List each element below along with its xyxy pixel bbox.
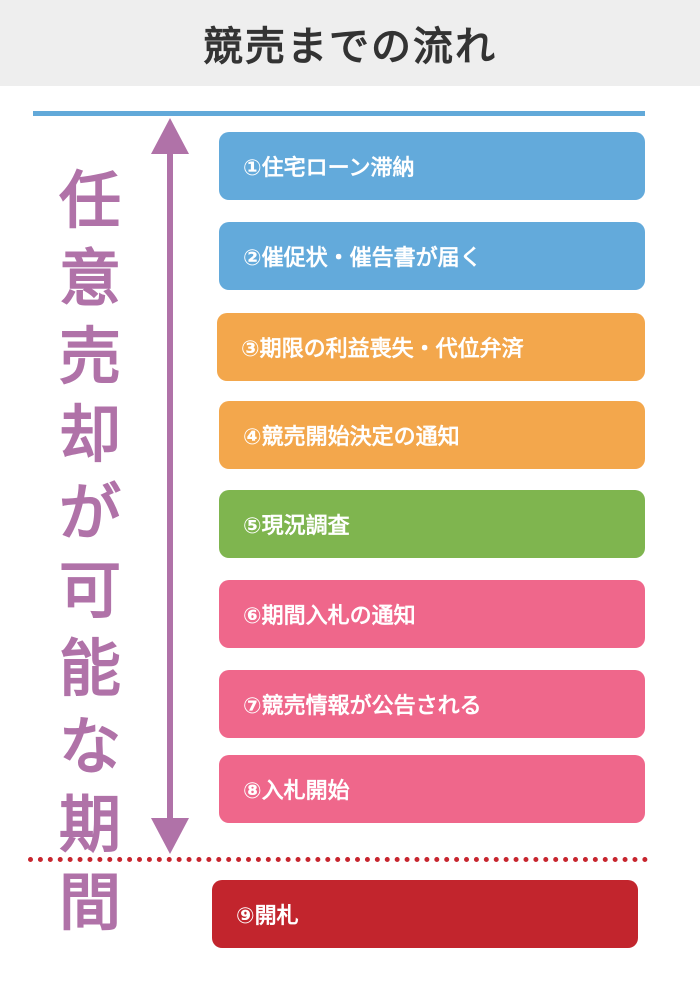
step-7-label: ⑦競売情報が公告される [243,694,482,719]
period-start-line [33,111,645,116]
step-8-label: ⑧入札開始 [243,779,350,804]
title-bar: 競売までの流れ [0,0,700,86]
double-arrow-icon [151,118,189,854]
step-3-label: ③期限の利益喪失・代位弁済 [241,337,524,362]
step-2-label: ②催促状・催告書が届く [243,246,482,271]
step-3-box: ③期限の利益喪失・代位弁済 [217,313,645,381]
period-label: 任意売却が可能な期間 [58,164,121,939]
step-1-label: ①住宅ローン滞納 [243,156,415,181]
step-1-box: ①住宅ローン滞納 [219,132,645,200]
step-4-box: ④競売開始決定の通知 [219,401,645,469]
period-end-line [28,857,648,862]
step-9-box: ⑨開札 [212,880,638,948]
step-6-box: ⑥期間入札の通知 [219,580,645,648]
step-7-box: ⑦競売情報が公告される [219,670,645,738]
step-2-box: ②催促状・催告書が届く [219,222,645,290]
step-4-label: ④競売開始決定の通知 [243,425,460,450]
step-6-label: ⑥期間入札の通知 [243,604,416,629]
page-title: 競売までの流れ [203,24,497,70]
step-5-box: ⑤現況調査 [219,490,645,558]
step-9-label: ⑨開札 [236,904,299,929]
step-8-box: ⑧入札開始 [219,755,645,823]
step-5-label: ⑤現況調査 [243,514,350,539]
